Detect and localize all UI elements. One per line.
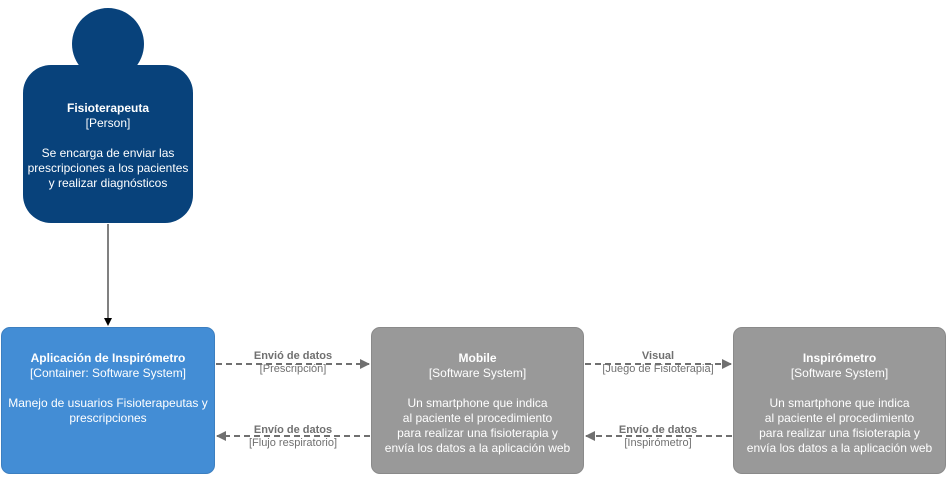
relation-title: Envió de datos xyxy=(253,350,333,362)
container-type: [Container: Software System] xyxy=(29,366,187,380)
relation-label-inspirometro-to-mobile: Envío de datos [Inspirómetro] xyxy=(593,424,723,450)
system-desc-line: al paciente el procedimiento xyxy=(402,411,553,425)
system-mobile[interactable]: Mobile [Software System] Un smartphone q… xyxy=(371,327,584,474)
person-type: [Person] xyxy=(85,116,131,130)
relation-title: Visual xyxy=(641,350,675,362)
relation-label-mobile-to-app: Envío de datos [Flujo respiratorio] xyxy=(228,424,358,450)
person-desc-line: prescripciones a los pacientes xyxy=(27,161,189,175)
container-desc-line: Manejo de usuarios Fisioterapeutas y xyxy=(8,396,208,410)
relation-tech: [Juego de Fisioterapia] xyxy=(602,363,714,375)
container-desc-line: prescripciones xyxy=(69,411,147,425)
relation-tech: [Prescripción] xyxy=(259,363,327,375)
system-type: [Software System] xyxy=(790,366,889,380)
system-desc-line: Un smartphone que indica xyxy=(769,396,910,410)
relation-label-mobile-to-inspirometro: Visual [Juego de Fisioterapia] xyxy=(593,350,723,376)
relation-title: Envío de datos xyxy=(253,424,333,436)
relation-title: Envío de datos xyxy=(618,424,698,436)
system-name: Mobile xyxy=(458,351,497,365)
container-name: Aplicación de Inspirómetro xyxy=(30,351,186,365)
relation-label-app-to-mobile: Envió de datos [Prescripción] xyxy=(228,350,358,376)
person-name: Fisioterapeuta xyxy=(66,101,150,115)
system-desc-line: envía los datos a la aplicación web xyxy=(384,441,571,455)
system-desc-line: para realizar una fisioterapia y xyxy=(397,426,558,440)
system-inspirometro[interactable]: Inspirómetro [Software System] Un smartp… xyxy=(733,327,946,474)
system-name: Inspirómetro xyxy=(802,351,877,365)
system-desc-line: al paciente el procedimiento xyxy=(764,411,915,425)
system-desc-line: envía los datos a la aplicación web xyxy=(746,441,933,455)
person-desc-line: Se encarga de enviar las xyxy=(41,146,175,160)
person-desc-line: y realizar diagnósticos xyxy=(48,176,168,190)
container-aplicacion-inspirometro[interactable]: Aplicación de Inspirómetro [Container: S… xyxy=(1,327,215,474)
system-desc-line: Un smartphone que indica xyxy=(407,396,548,410)
system-desc-line: para realizar una fisioterapia y xyxy=(759,426,920,440)
relation-tech: [Inspirómetro] xyxy=(624,437,692,449)
person-fisioterapeuta[interactable]: Fisioterapeuta [Person] Se encarga de en… xyxy=(23,65,193,223)
system-type: [Software System] xyxy=(428,366,527,380)
relation-tech: [Flujo respiratorio] xyxy=(248,437,338,449)
